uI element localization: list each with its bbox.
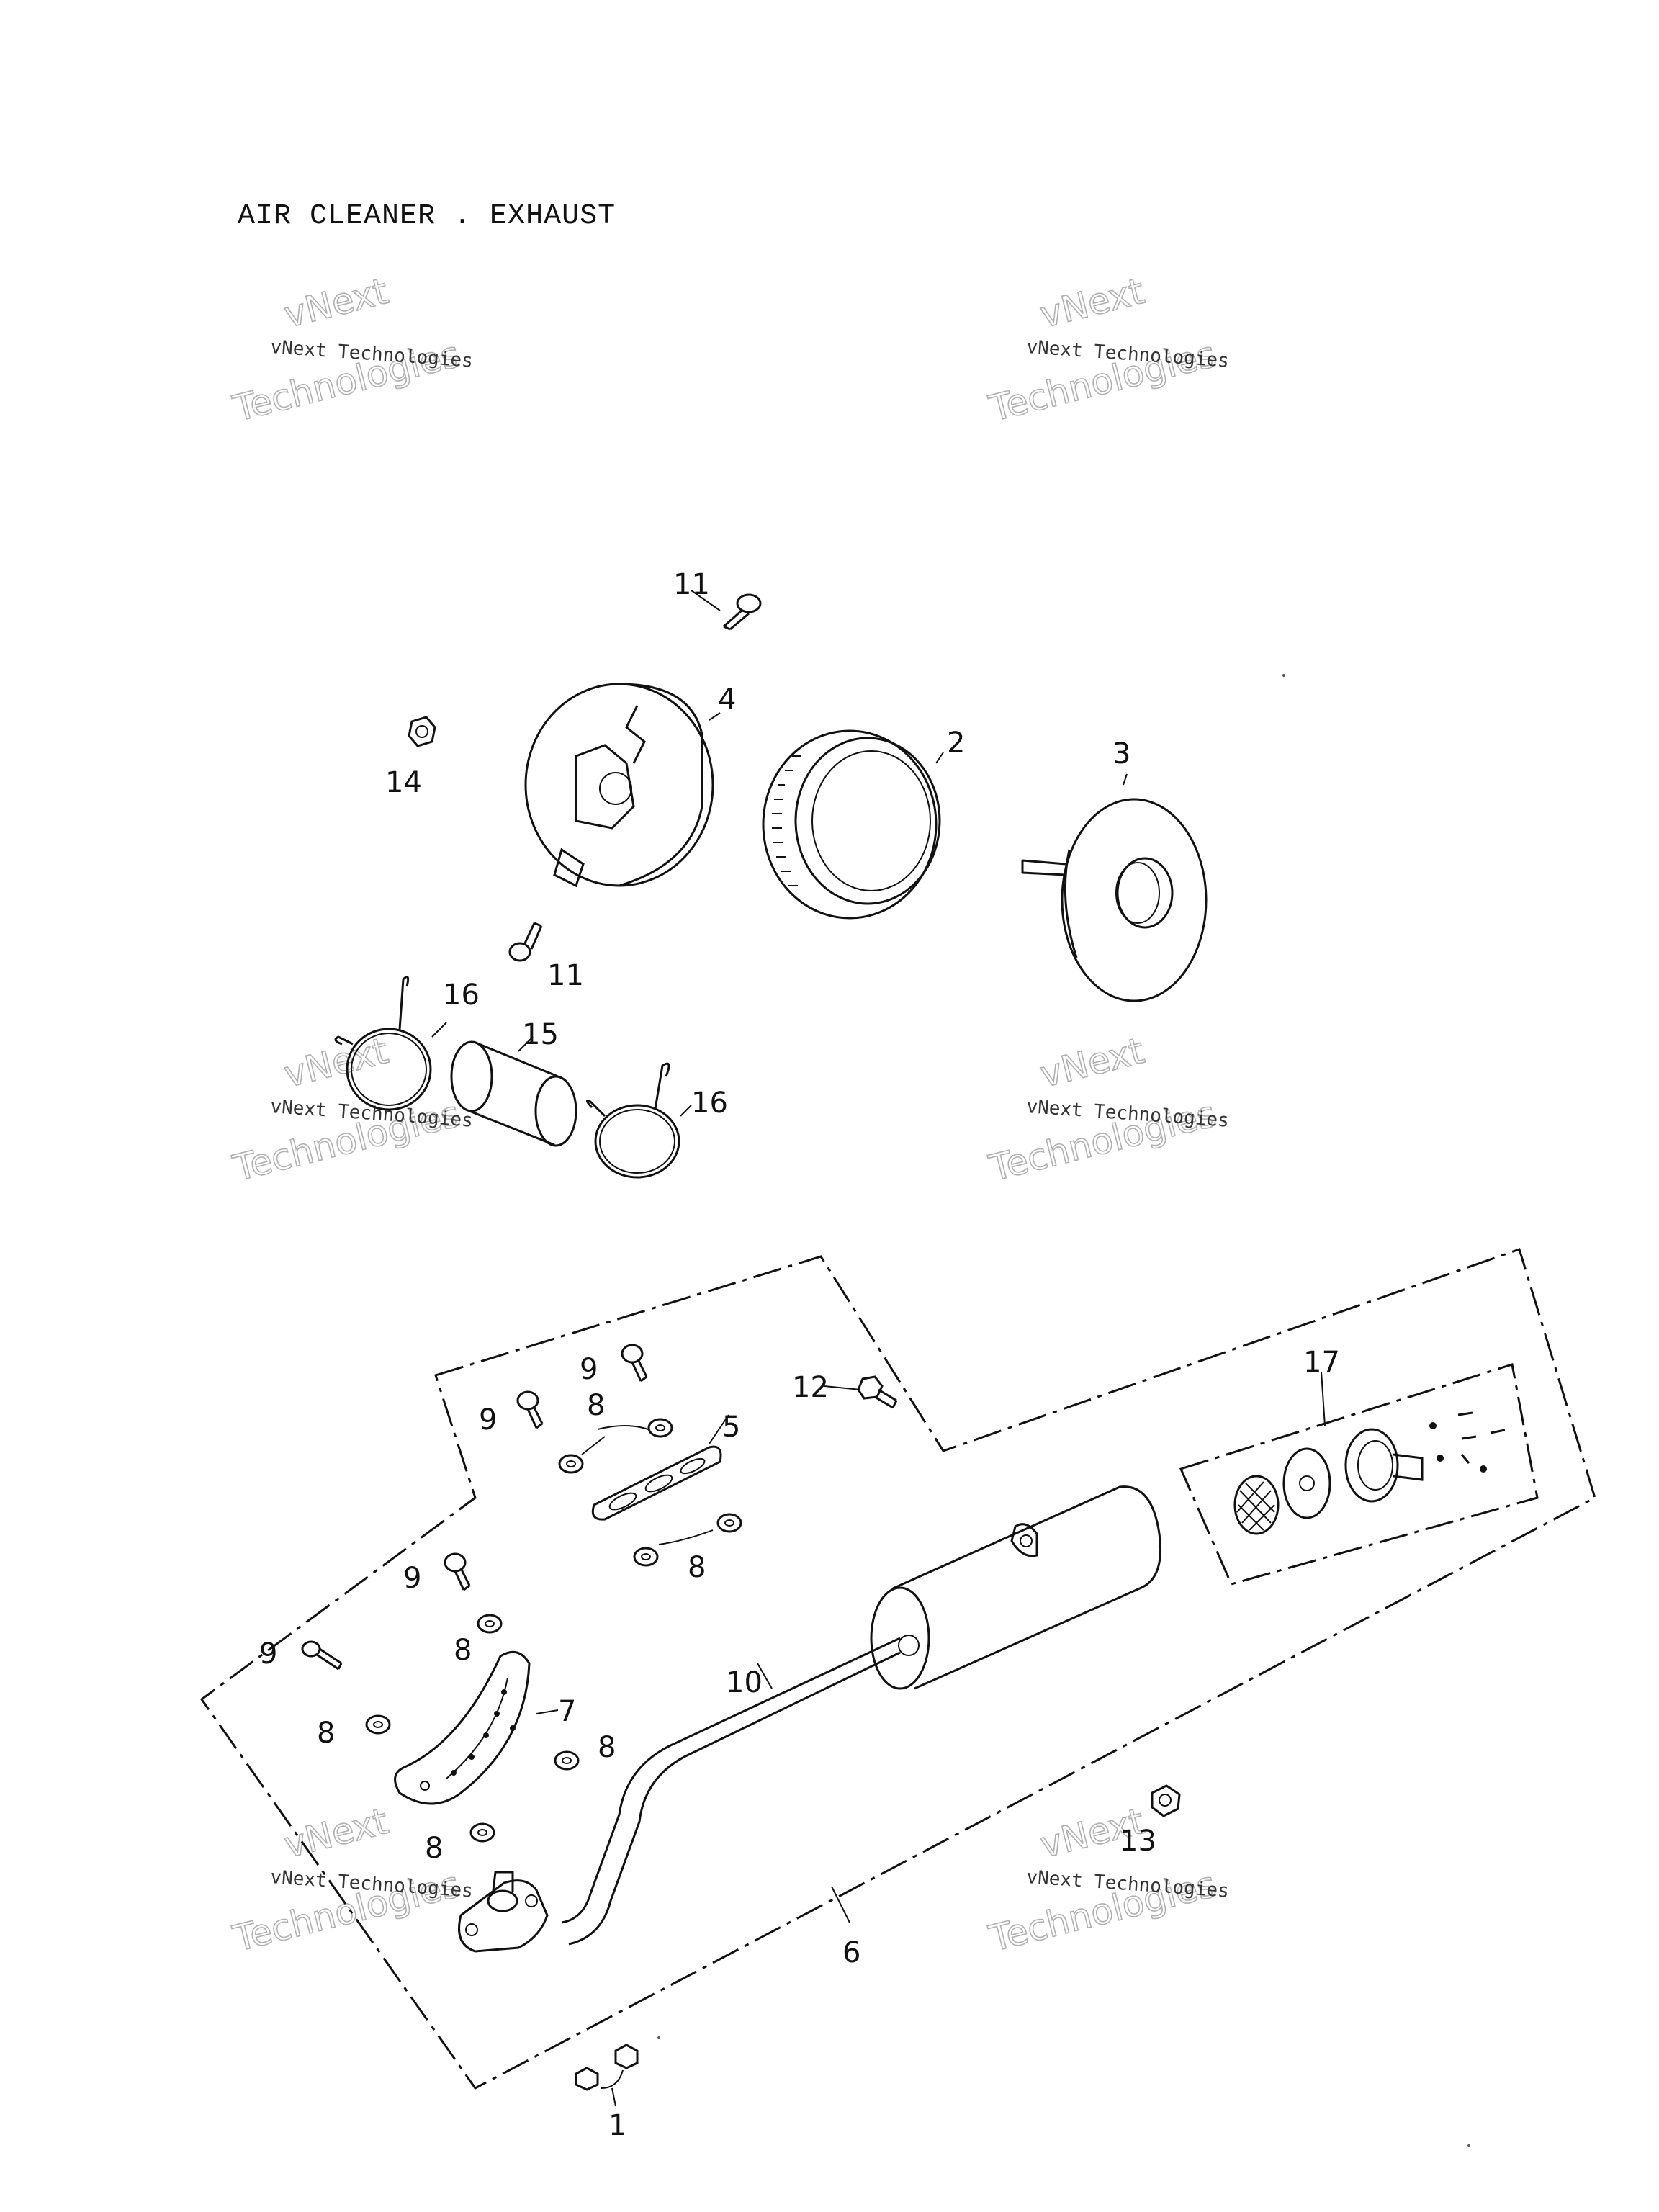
- part-2-filter-element: [762, 729, 944, 920]
- part-6-boundary: [199, 1248, 1596, 2090]
- part-9-bolt-c: [444, 1552, 471, 1591]
- callout-4: 4: [718, 683, 736, 716]
- part-9-bolt-d: [301, 1640, 343, 1671]
- callout-11-lower: 11: [547, 959, 584, 992]
- callout-15: 15: [522, 1018, 559, 1051]
- part-3-cover-plate: [1021, 773, 1208, 1002]
- callout-9-b: 9: [479, 1403, 497, 1437]
- part-5-gasket-plate: [591, 1414, 729, 1521]
- scan-dot: [1467, 2144, 1470, 2147]
- part-8-washers: [365, 1418, 742, 1843]
- part-15-hose: [450, 1036, 577, 1147]
- part-9-bolt-a: [621, 1344, 648, 1382]
- part-9-bolt-b: [516, 1390, 544, 1429]
- callout-9-c: 9: [403, 1562, 421, 1595]
- part-1-nuts: [575, 2044, 639, 2107]
- exhaust-flange: [458, 1871, 549, 1953]
- callout-6: 6: [842, 1936, 860, 1969]
- part-7-heat-shield: [394, 1650, 559, 1805]
- part-11-bolt-lower: [508, 922, 543, 962]
- part-13-nut: [1151, 1784, 1181, 1817]
- callout-10: 10: [726, 1666, 763, 1699]
- part-6-muffler: [870, 1485, 1162, 1690]
- callout-14: 14: [385, 766, 422, 799]
- watermark-bottom-left: vNext Technologies vNext Technologies: [228, 1799, 474, 1960]
- callout-7: 7: [558, 1695, 576, 1728]
- svg-text:vNext: vNext: [1036, 1030, 1148, 1096]
- callout-8-f: 8: [425, 1832, 443, 1865]
- part-17-muffler-kit: [1233, 1411, 1506, 1535]
- watermark-top-left: vNext Technologies vNext Technologies: [228, 269, 474, 430]
- watermark-top-right: vNext Technologies vNext Technologies: [984, 269, 1230, 430]
- callout-8-d: 8: [317, 1717, 335, 1750]
- scan-dot: [1282, 674, 1285, 677]
- callout-8-c: 8: [454, 1634, 472, 1667]
- part-17-boundary: [1179, 1363, 1539, 1586]
- callout-11-top: 11: [673, 568, 710, 601]
- part-12-bolt: [824, 1375, 898, 1409]
- callout-5: 5: [722, 1411, 740, 1444]
- part-11-bolt-top: [691, 590, 762, 631]
- callout-16-left: 16: [443, 979, 480, 1012]
- callout-8-a: 8: [587, 1389, 605, 1422]
- watermark-mid-right: vNext Technologies vNext Technologies: [984, 1029, 1230, 1190]
- part-16-clamp-left: [334, 976, 447, 1111]
- scan-dot: [657, 2036, 660, 2039]
- callout-13: 13: [1120, 1825, 1156, 1858]
- callout-2: 2: [947, 727, 965, 760]
- part-16-clamp-right: [586, 1062, 692, 1179]
- callout-12: 12: [792, 1371, 829, 1404]
- callout-9-a: 9: [580, 1353, 598, 1386]
- part-10-exhaust-pipe: [561, 1637, 901, 1946]
- callout-8-b: 8: [688, 1551, 706, 1584]
- part-14-nut: [408, 716, 436, 747]
- callout-1: 1: [608, 2109, 626, 2142]
- watermark-bottom-right: vNext Technologies vNext Technologies: [984, 1799, 1230, 1960]
- callout-17: 17: [1303, 1346, 1340, 1379]
- part-4-air-cleaner-case: [524, 683, 721, 888]
- svg-text:vNext: vNext: [280, 270, 392, 336]
- callout-9-d: 9: [259, 1637, 277, 1671]
- callout-3: 3: [1112, 737, 1130, 770]
- part-6-leader: [831, 1886, 850, 1923]
- callout-8-e: 8: [598, 1731, 616, 1764]
- page-title: AIR CLEANER . EXHAUST: [238, 200, 616, 233]
- callout-16-right: 16: [691, 1087, 728, 1120]
- svg-text:vNext: vNext: [1036, 270, 1148, 336]
